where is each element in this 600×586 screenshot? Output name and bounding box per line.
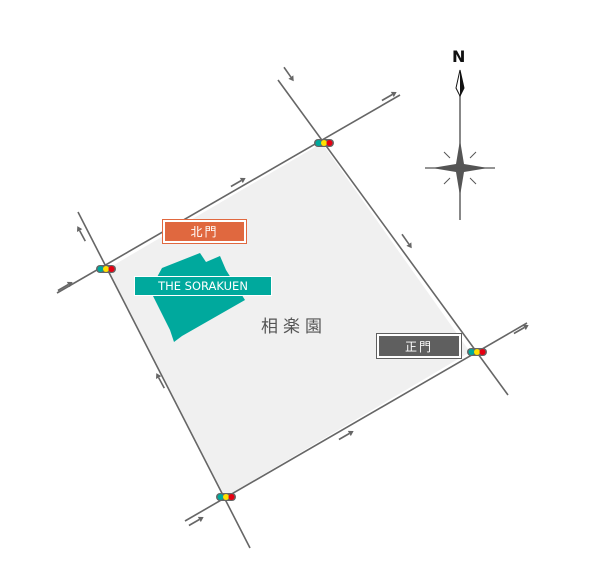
north-gate-label: 北門 xyxy=(162,219,247,244)
road-southeast xyxy=(184,322,528,522)
traffic-signal-icon xyxy=(96,265,116,273)
road-northwest xyxy=(56,94,401,294)
arrow-icon xyxy=(381,91,397,102)
traffic-signal-icon xyxy=(216,493,236,501)
compass-icon xyxy=(425,69,495,220)
traffic-signals xyxy=(96,139,487,501)
arrow-icon xyxy=(338,430,354,441)
road-northeast xyxy=(277,79,509,396)
traffic-signal-icon xyxy=(467,348,487,356)
main-gate-label: 正門 xyxy=(376,333,462,359)
arrow-icon xyxy=(57,281,73,292)
arrow-icon xyxy=(230,177,246,188)
arrow-icon xyxy=(188,516,204,527)
park-name: 相楽園 xyxy=(261,317,327,337)
traffic-signal-icon xyxy=(314,139,334,147)
arrow-icon xyxy=(156,373,165,389)
compass-north-label: N xyxy=(452,47,466,66)
building-shape xyxy=(150,253,245,342)
arrow-icon xyxy=(401,233,412,249)
arrow-icon xyxy=(77,226,86,242)
arrow-icon xyxy=(513,324,529,335)
building-label: THE SORAKUEN xyxy=(134,276,272,296)
arrow-icon xyxy=(283,66,294,82)
traffic-arrows xyxy=(57,66,529,527)
